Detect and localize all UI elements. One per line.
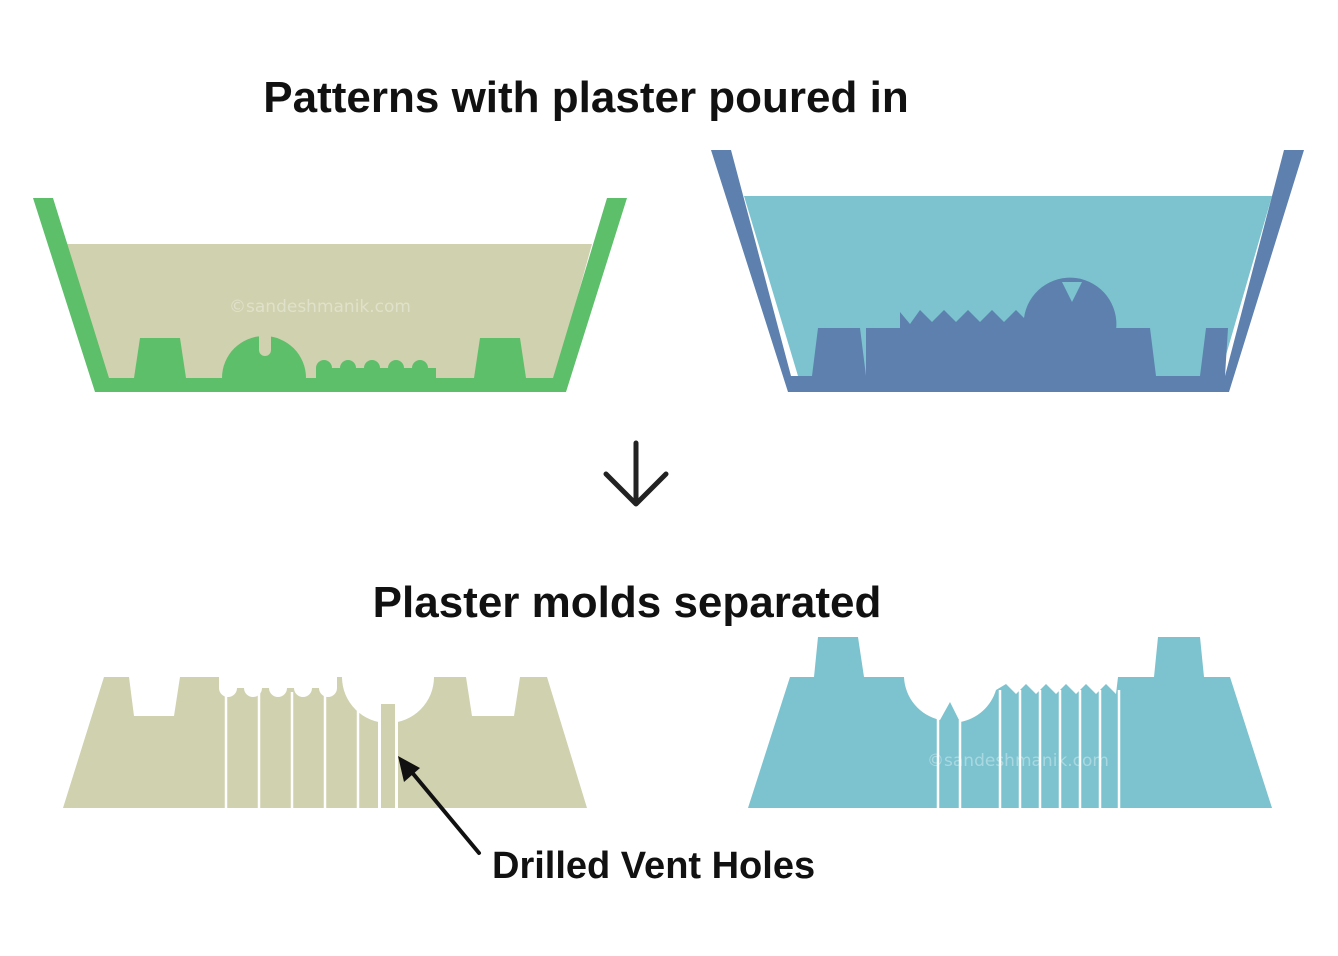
green-pattern-features: [107, 336, 555, 392]
green-container-wall: [33, 198, 627, 392]
tan-plaster-mold: [63, 677, 587, 808]
arrow-down-icon: [603, 440, 669, 507]
blue-dome-notch: [1062, 282, 1082, 302]
watermark-bottom: ©sandeshmanik.com: [927, 751, 1109, 771]
cyan-plaster-mold: ©sandeshmanik.com: [748, 637, 1272, 808]
watermark-top: ©sandeshmanik.com: [229, 297, 411, 317]
green-pattern-box: ©sandeshmanik.com: [33, 198, 627, 392]
blue-pattern-features: [791, 277, 1228, 392]
top-title: Patterns with plaster poured in: [263, 73, 908, 122]
tan-mold-seams: [224, 692, 360, 808]
blue-pattern-box: [711, 150, 1304, 392]
bottom-title: Plaster molds separated: [373, 578, 882, 627]
cyan-mold-body: [748, 637, 1272, 808]
tan-plaster-fill: [66, 244, 592, 378]
dome-slot: [259, 336, 271, 356]
vent-hole-inner: [381, 704, 395, 808]
cyan-mold-seams: [936, 690, 1121, 808]
vent-holes-label: Drilled Vent Holes: [492, 845, 815, 887]
vent-callout-arrow: [398, 756, 481, 855]
